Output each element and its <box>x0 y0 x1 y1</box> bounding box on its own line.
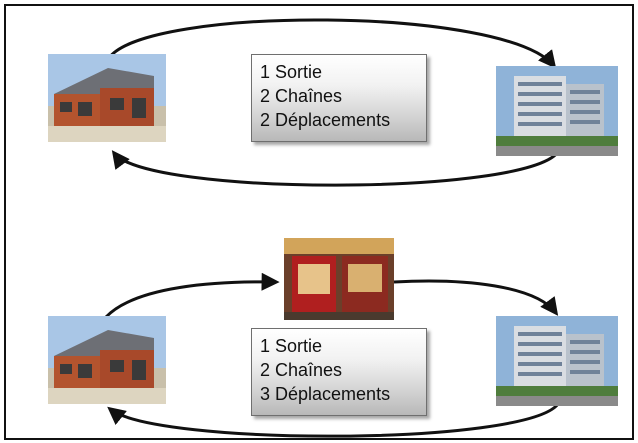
summary-1-sorties: 1 Sortie <box>260 62 323 82</box>
office-photo-2 <box>496 316 618 406</box>
house-photo-2 <box>48 316 166 404</box>
arrow-house-to-office-1 <box>107 18 557 69</box>
summary-2-deplacements: 3 Déplacements <box>260 384 391 404</box>
summary-box-2: 1 Sortie 2 Chaînes 3 Déplacements <box>251 328 427 416</box>
summary-1-chaines: 2 Chaînes <box>260 86 343 106</box>
summary-2-chaines: 2 Chaînes <box>260 360 343 380</box>
arrow-office-to-house-2 <box>107 402 560 438</box>
summary-1-deplacements: 2 Déplacements <box>260 110 391 130</box>
summary-2-sorties: 1 Sortie <box>260 336 323 356</box>
arrow-shop-to-office-2 <box>393 279 559 316</box>
summary-box-1: 1 Sortie 2 Chaînes 2 Déplacements <box>251 54 427 142</box>
diagram-frame: 1 Sortie 2 Chaînes 2 Déplacements <box>4 4 634 440</box>
arrow-office-to-house-1 <box>111 150 560 187</box>
shop-photo <box>284 238 394 320</box>
office-photo <box>496 66 618 156</box>
house-photo <box>48 54 166 142</box>
arrows-layer <box>104 18 560 438</box>
arrow-house-to-shop-2 <box>104 272 280 319</box>
